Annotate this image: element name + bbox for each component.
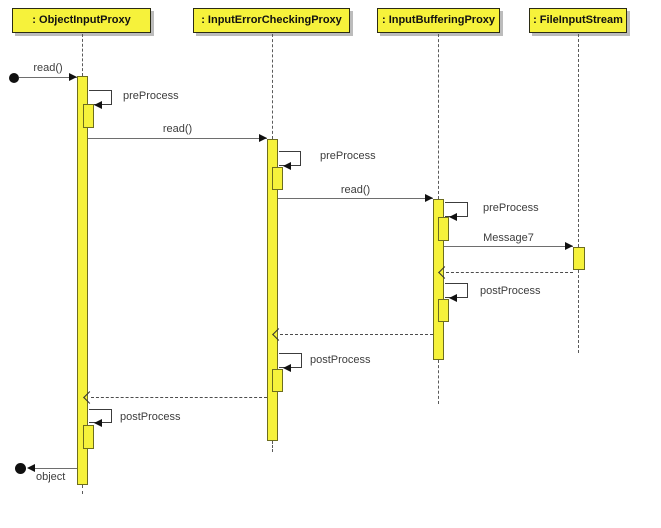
post-process-1-label: postProcess (120, 411, 181, 423)
lifeline-2-upper (272, 34, 273, 139)
lifeline-4-lower (578, 270, 579, 353)
arrowhead-icon (27, 464, 35, 472)
arrowhead-icon (283, 162, 291, 170)
lifeline-4-upper (578, 34, 579, 247)
message-read-1-2-label: read() (162, 123, 193, 135)
post-process-3-label: postProcess (480, 285, 541, 297)
participant-input-error-checking-proxy: : InputErrorCheckingProxy (193, 8, 350, 33)
participant-object-input-proxy: : ObjectInputProxy (12, 8, 151, 33)
end-node-icon (15, 463, 26, 474)
message7-label: Message7 (483, 232, 534, 244)
activation-input-error-checking-proxy (267, 139, 278, 441)
nested-activation (272, 167, 283, 190)
nested-activation (83, 425, 94, 449)
message-object-label: object (36, 471, 66, 483)
pre-process-1-label: preProcess (123, 90, 179, 102)
arrowhead-icon (259, 134, 267, 142)
arrowhead-icon (449, 294, 457, 302)
nested-activation (438, 299, 449, 322)
message-read-2-3-label: read() (340, 184, 371, 196)
lifeline-1-upper (82, 34, 83, 76)
message-read-2-3-line (278, 198, 433, 199)
lifeline-3-lower (438, 360, 439, 404)
activation-input-buffering-proxy (433, 199, 444, 360)
arrowhead-icon (283, 364, 291, 372)
lifeline-3-upper (438, 34, 439, 199)
activation-object-input-proxy (77, 76, 88, 485)
message-read-start-line (19, 77, 77, 78)
lifeline-2-lower (272, 441, 273, 452)
arrowhead-icon (565, 242, 573, 250)
message7-line (444, 246, 573, 247)
lifeline-1-lower (82, 485, 83, 494)
arrowhead-icon (425, 194, 433, 202)
arrowhead-icon (94, 101, 102, 109)
nested-activation (272, 369, 283, 392)
message-object-line (33, 468, 77, 469)
nested-activation (83, 104, 94, 128)
return-4-3-line (446, 272, 573, 273)
message-read-1-2-line (88, 138, 267, 139)
arrowhead-icon (449, 213, 457, 221)
arrowhead-icon (94, 419, 102, 427)
pre-process-3-label: preProcess (483, 202, 539, 214)
return-2-1-line (91, 397, 267, 398)
participant-file-input-stream: : FileInputStream (529, 8, 627, 33)
activation-file-input-stream (573, 247, 585, 270)
pre-process-2-label: preProcess (320, 150, 376, 162)
arrowhead-icon (69, 73, 77, 81)
return-3-2-line (280, 334, 433, 335)
post-process-2-label: postProcess (310, 354, 371, 366)
participant-input-buffering-proxy: : InputBufferingProxy (377, 8, 500, 33)
message-read-start-label: read() (33, 62, 63, 74)
start-node-icon (9, 73, 19, 83)
nested-activation (438, 217, 449, 241)
